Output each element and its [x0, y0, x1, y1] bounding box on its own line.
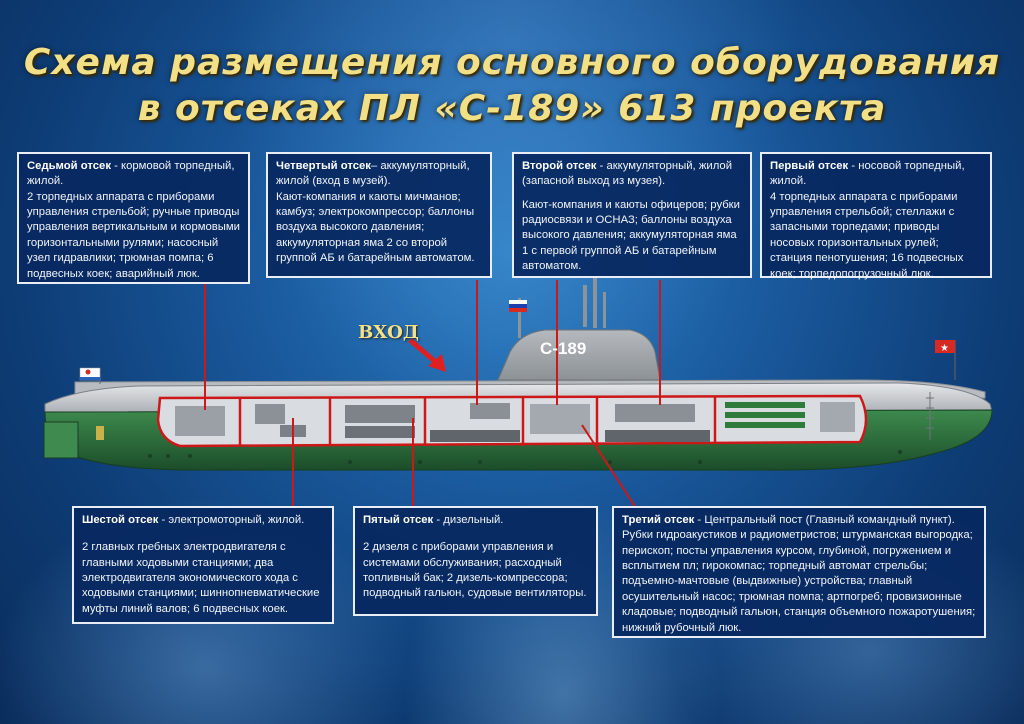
callout-body: Кают-компания и каюты мичманов; камбуз; … — [276, 190, 475, 265]
callout-body: 4 торпедных аппарата с приборами управле… — [770, 190, 964, 280]
draft-marks — [926, 392, 934, 440]
svg-text:★: ★ — [940, 343, 949, 354]
interior-equipment — [175, 402, 855, 442]
page-title-line1: Схема размещения основного оборудования — [23, 42, 1001, 83]
callout-heading: Пятый отсек — [363, 514, 434, 526]
callout-description: - дизельный. — [433, 514, 504, 526]
callout-heading: Четвертый отсек — [276, 160, 371, 172]
stern-rudder — [43, 421, 79, 459]
callout-fourth-compartment: Четвертый отсек– аккумуляторный, жилой (… — [266, 152, 492, 278]
callout-description: – аккумуляторный, жилой (вход в музей). — [276, 160, 470, 188]
callout-body: Рубки гидроакустиков и радиометристов; ш… — [622, 529, 976, 634]
callout-heading: Шестой отсек — [82, 514, 159, 526]
conning-tower — [497, 329, 661, 381]
callout-body: 2 дизеля с приборами управления и систем… — [363, 541, 587, 600]
callout-heading: Седьмой отсек — [27, 160, 111, 172]
callout-description: - носовой торпедный, жилой. — [770, 160, 965, 188]
callout-fifth-compartment: Пятый отсек - дизельный. 2 дизеля с приб… — [353, 506, 598, 616]
navy-ensign-flag-icon — [79, 367, 101, 384]
jack-flag-icon: ★ — [935, 340, 956, 380]
entry-label: ВХОД — [358, 322, 419, 343]
callout-sixth-compartment: Шестой отсек - электромоторный, жилой. 2… — [72, 506, 334, 624]
bulkheads — [238, 396, 717, 446]
callout-body: 2 главных гребных электродвигателя с гла… — [82, 541, 320, 615]
callout-body: Кают-компания и каюты офицеров; рубки ра… — [522, 198, 740, 273]
leader-lines — [204, 280, 661, 509]
callout-heading: Второй отсек — [522, 160, 597, 172]
russian-flag-icon — [509, 300, 527, 312]
callout-description: - Центральный пост (Главный командный пу… — [694, 514, 955, 526]
hull-number: С-189 — [540, 339, 587, 358]
callout-seventh-compartment: Седьмой отсек - кормовой торпедный, жило… — [17, 152, 250, 284]
page-title-line2: в отсеках ПЛ «С-189» 613 проекта — [137, 88, 887, 129]
callout-body: 2 торпедных аппарата с приборами управле… — [27, 190, 240, 280]
callout-heading: Первый отсек — [770, 160, 849, 172]
callout-heading: Третий отсек — [622, 514, 695, 526]
entry-arrow-icon — [408, 338, 446, 372]
callout-second-compartment: Второй отсек - аккумуляторный, жилой (за… — [512, 152, 752, 278]
callout-description: - электромоторный, жилой. — [158, 514, 305, 526]
callout-third-compartment: Третий отсек - Центральный пост (Главный… — [612, 506, 986, 638]
callout-first-compartment: Первый отсек - носовой торпедный, жилой.… — [760, 152, 992, 280]
masts — [518, 278, 606, 338]
callout-description: - аккумуляторный, жилой (запасной выход … — [522, 160, 733, 188]
callout-description: - кормовой торпедный, жилой. — [27, 160, 235, 188]
hull-portholes — [98, 430, 902, 464]
